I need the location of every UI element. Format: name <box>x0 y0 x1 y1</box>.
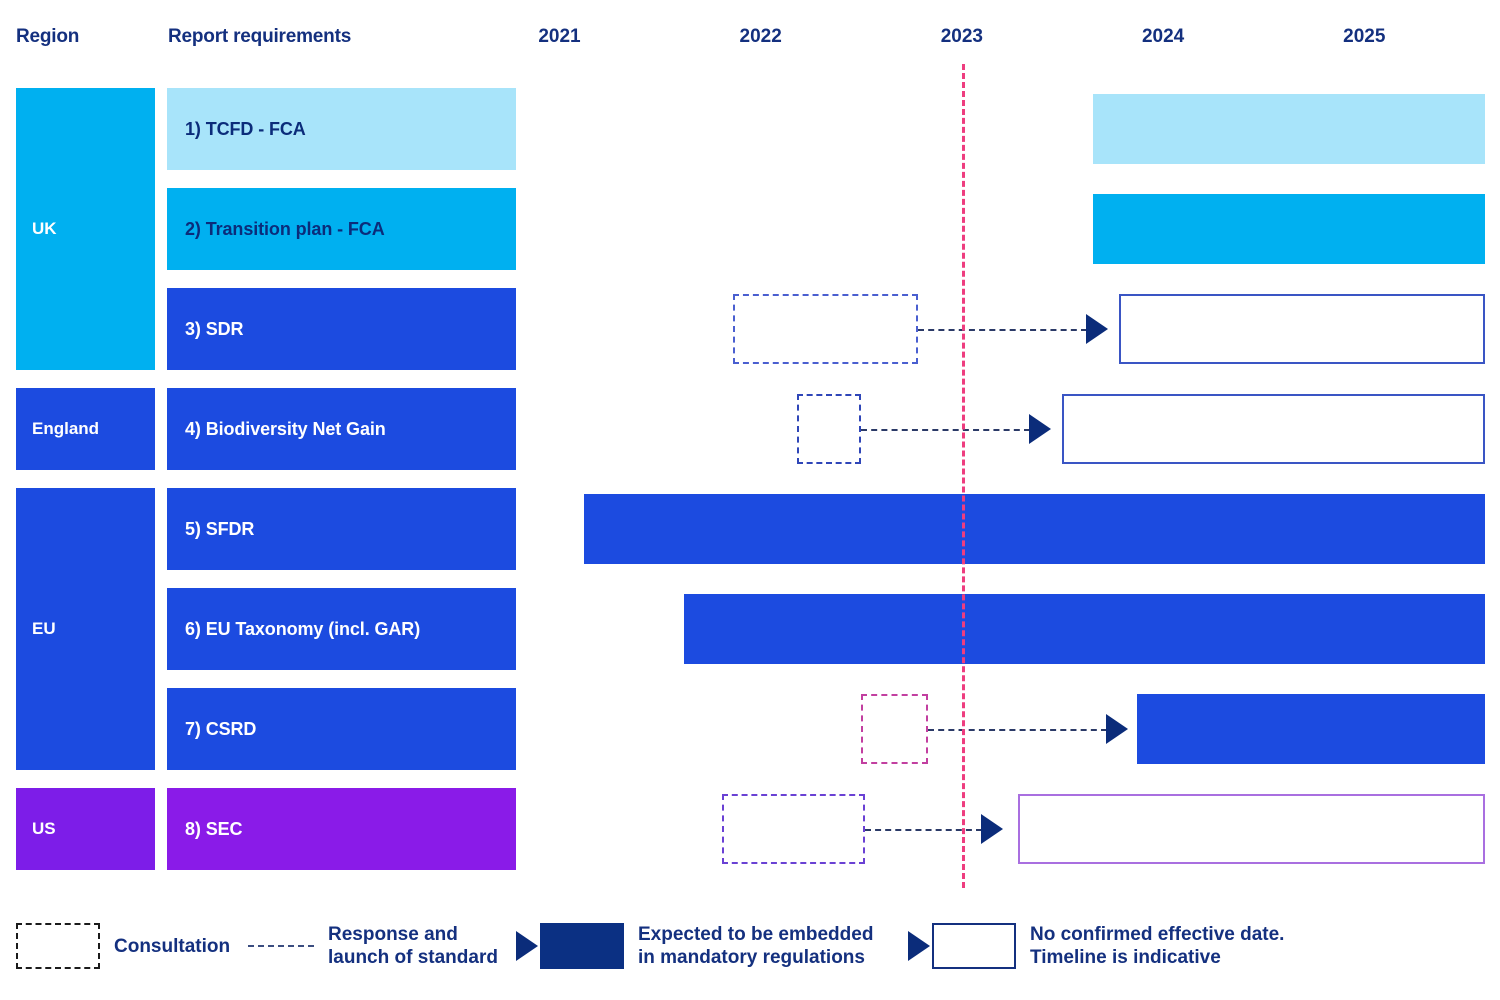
timeline-bar-mandatory-5 <box>583 494 1485 564</box>
legend-item-1: Consultation <box>16 923 230 969</box>
requirement-cell-4: 4) Biodiversity Net Gain <box>167 388 516 470</box>
requirement-cell-5: 5) SFDR <box>167 488 516 570</box>
legend-item-4: No confirmed effective date. Timeline is… <box>908 923 1284 969</box>
timeline-box-consultation-4 <box>796 394 862 464</box>
requirement-label: 5) SFDR <box>185 518 255 539</box>
timeline-box-indicative-4 <box>1062 394 1485 464</box>
requirement-label: 4) Biodiversity Net Gain <box>185 418 386 439</box>
timeline-box-indicative-8 <box>1018 794 1485 864</box>
timeline-bar-mandatory-1 <box>1092 94 1485 164</box>
timeline-bar-mandatory-6 <box>684 594 1485 664</box>
requirement-label: 8) SEC <box>185 818 243 839</box>
requirement-label: 2) Transition plan - FCA <box>185 218 385 239</box>
column-header-requirements: Report requirements <box>168 26 352 47</box>
requirement-cell-2: 2) Transition plan - FCA <box>167 188 516 270</box>
timeline-response-line-4 <box>861 429 1031 431</box>
column-header-region: Region <box>16 26 80 47</box>
region-cell-england: England <box>16 388 155 470</box>
region-cell-eu: EU <box>16 488 155 770</box>
legend: Consultation Response and launch of stand… <box>0 905 1500 1000</box>
legend-item-2: Response and launch of standard <box>248 923 498 969</box>
open-box-icon <box>932 923 1016 969</box>
legend-label: Response and launch of standard <box>328 924 498 968</box>
requirement-cell-3: 3) SDR <box>167 288 516 370</box>
dashed-line-icon <box>248 945 314 947</box>
timeline-box-consultation-8 <box>722 794 866 864</box>
requirement-label: 6) EU Taxonomy (incl. GAR) <box>185 618 421 639</box>
requirement-label: 3) SDR <box>185 318 244 339</box>
region-cell-uk: UK <box>16 88 155 370</box>
region-label: US <box>32 819 56 838</box>
timeline-arrow-icon-7 <box>1105 714 1128 744</box>
year-label-2022: 2022 <box>739 26 782 47</box>
year-label-2021: 2021 <box>538 26 581 47</box>
timeline-bar-mandatory-7 <box>1136 694 1485 764</box>
region-cell-us: US <box>16 788 155 870</box>
legend-label: No confirmed effective date. Timeline is… <box>1030 924 1285 968</box>
legend-label: Consultation <box>114 935 231 957</box>
timeline-arrow-icon-3 <box>1085 314 1108 344</box>
legend-label: Expected to be embedded in mandatory reg… <box>638 924 874 968</box>
filled-box-icon <box>540 923 624 969</box>
timeline-bar-mandatory-2 <box>1092 194 1485 264</box>
timeline-response-line-7 <box>927 729 1107 731</box>
arrow-right-icon <box>516 931 538 961</box>
region-label: UK <box>32 219 57 238</box>
requirement-cell-1: 1) TCFD - FCA <box>167 88 516 170</box>
timeline-response-line-8 <box>865 829 983 831</box>
year-label-2023: 2023 <box>940 26 984 47</box>
timeline-arrow-icon-4 <box>1029 414 1052 444</box>
legend-item-3: Expected to be embedded in mandatory reg… <box>516 923 873 969</box>
timeline-box-consultation-3 <box>732 294 918 364</box>
year-label-2025: 2025 <box>1343 26 1386 47</box>
timeline-box-indicative-3 <box>1118 294 1485 364</box>
requirement-cell-8: 8) SEC <box>167 788 516 870</box>
timeline-box-consultation-7 <box>861 694 928 764</box>
current-date-marker <box>961 64 965 888</box>
requirement-label: 1) TCFD - FCA <box>185 118 306 139</box>
timeline-arrow-icon-8 <box>981 814 1004 844</box>
region-label: England <box>32 419 100 438</box>
region-label: EU <box>32 619 56 638</box>
requirement-cell-6: 6) EU Taxonomy (incl. GAR) <box>167 588 516 670</box>
requirement-cell-7: 7) CSRD <box>167 688 516 770</box>
requirement-label: 7) CSRD <box>185 718 257 739</box>
arrow-right-icon <box>908 931 930 961</box>
timeline-response-line-3 <box>917 329 1087 331</box>
year-label-2024: 2024 <box>1141 26 1185 47</box>
dashed-box-icon <box>16 923 100 969</box>
